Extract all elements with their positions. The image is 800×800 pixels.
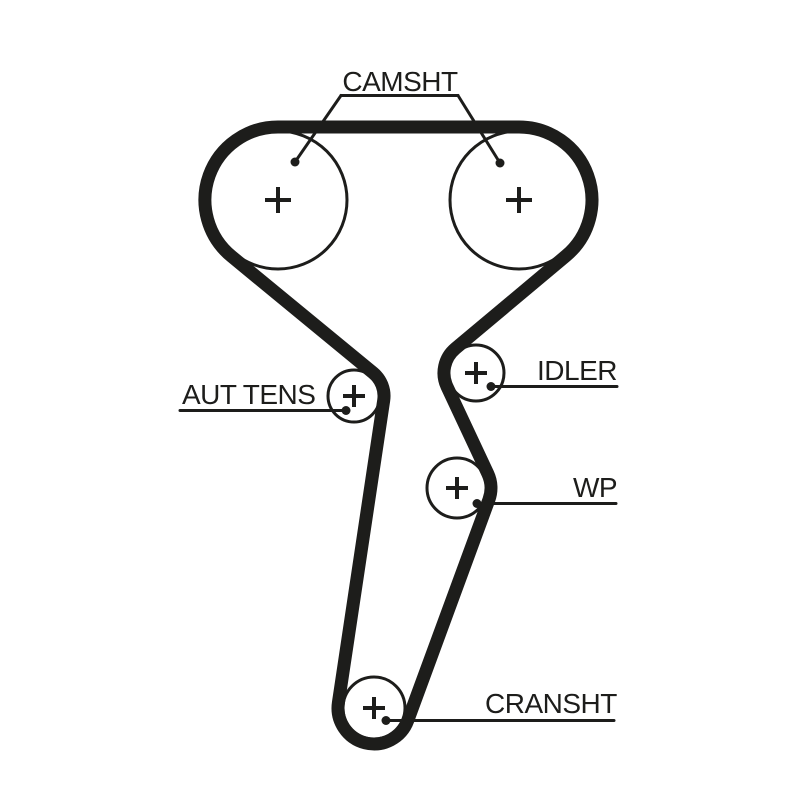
camsht-label-leader-dot-0 [290,157,300,167]
idler-label-leader-dot-0 [486,382,496,391]
camsht-label-leader-line-1 [293,94,343,164]
camsht-label-leader-line-2 [456,94,502,165]
pulley-cross-camshaft-right [506,187,532,213]
cransht-label: CRANSHT [485,688,617,719]
camsht-label-leader-dot-1 [495,158,505,168]
timing-belt [198,120,599,751]
aut-tens-label: AUT TENS [182,379,315,410]
wp-label-leader-dot-0 [472,499,482,508]
pulley-cross-tensioner [343,385,365,407]
pulley-cross-water-pump [446,477,468,499]
wp-label: WP [573,472,617,503]
pulley-cross-crankshaft [363,697,385,719]
idler-label: IDLER [537,355,617,386]
aut-tens-label-leader-dot-0 [341,406,351,415]
pulley-cross-idler [465,362,487,384]
camsht-label: CAMSHT [342,66,458,97]
pulley-cross-camshaft-left [265,187,291,213]
cransht-label-leader-dot-0 [381,716,391,725]
